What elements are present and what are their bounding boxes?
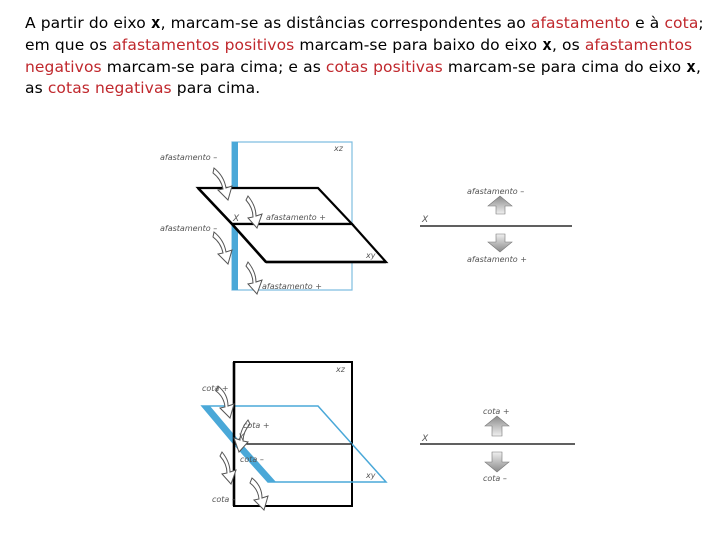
label-xz: xz [333,144,344,153]
label-cota-positiva: cota + [243,421,270,430]
label-x-axis: X [232,214,240,224]
label-xz: xz [335,365,346,374]
term-afastamentos-positivos: afastamentos positivos [112,36,295,54]
right-label-afastamento-positivo: afastamento + [467,255,527,264]
rotation-arrow-icon [212,231,233,265]
term-afastamento: afastamento [530,14,631,32]
label-cota-negativa: cota – [240,455,264,464]
plane-edge [231,223,267,263]
right-label-x: X [421,434,429,444]
vertical-plane-lower-half [232,224,238,290]
term-cotas-positivas: cotas positivas [325,58,443,76]
rotation-arrow-icon [249,477,269,511]
text-segment: , as [25,58,701,97]
label-cota-negativa: cota – [212,495,236,504]
text-segment: ; em que os [25,14,704,54]
term-cotas-negativas: cotas negativas [47,79,172,97]
text-segment: , os [551,36,585,54]
rotation-arrow-icon [245,195,263,229]
text-segment: marcam-se para cima; e as [101,58,326,76]
label-afastamento-positivo: afastamento + [262,282,322,291]
rotation-arrow-icon [212,167,233,201]
label-xy: xy [365,251,376,260]
x-axis-symbol: x [150,13,161,32]
text-segment: marcam-se para baixo do eixo [294,36,543,54]
text-segment: e à [630,14,665,32]
label-cota-positiva: cota + [202,384,229,393]
rotation-arrow-icon [245,261,263,295]
rotation-arrow-icon [233,419,251,453]
right-label-x: X [421,215,429,225]
label-xy: xy [365,471,376,480]
right-label-cota-positiva: cota + [483,407,510,416]
x-axis-symbol: x [686,57,696,76]
label-x-axis: X [237,433,245,443]
explanation-paragraph: A partir do eixo x, marcam-se as distânc… [25,12,705,99]
figure-afastamento: xz xy X afastamento – afastamento – afas… [160,141,572,295]
right-label-cota-negativa: cota – [483,474,507,483]
text-segment: A partir do eixo [25,14,151,32]
rotation-arrow-icon [219,451,237,485]
rotation-arrow-icon [215,385,235,419]
label-afastamento-negativo: afastamento – [160,153,217,162]
horizontal-plane-edge [202,406,242,444]
horizontal-plane-edge [234,444,276,482]
arrow-up-icon [484,415,510,437]
label-afastamento-negativo: afastamento – [160,224,217,233]
text-segment: marcam-se para cima do eixo [442,58,687,76]
x-axis-symbol: x [542,35,552,54]
figure-cota: xz xy X cota + cota + cota – cota – X co… [200,361,575,511]
label-afastamento-positivo: afastamento + [266,213,326,222]
plane-edge [197,187,233,225]
right-label-afastamento-negativo: afastamento – [467,187,524,196]
arrow-down-icon [487,233,513,253]
arrow-up-icon [487,195,513,215]
term-cota: cota [664,14,699,32]
text-segment: para cima. [171,79,261,97]
term-afastamentos-negativos: afastamentos negativos [25,36,693,76]
arrow-down-icon [484,451,510,473]
text-segment: , marcam-se as distâncias correspondente… [160,14,531,32]
